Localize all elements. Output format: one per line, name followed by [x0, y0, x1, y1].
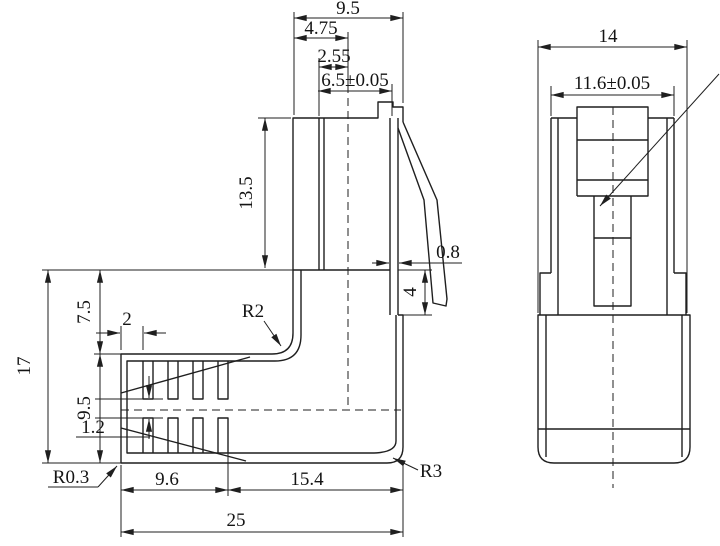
rear-dimension-lines	[537, 43, 720, 207]
dim-label-center-gap: 1.2	[81, 417, 105, 438]
dim-label-r2: R2	[242, 301, 264, 322]
dim-label-half-width: 4.75	[304, 18, 337, 39]
rear-step	[539, 272, 687, 315]
latch-blade	[397, 121, 448, 307]
boot-outer-profile	[120, 270, 404, 464]
rear-view: 14 11.6±0.05	[537, 26, 720, 488]
dim-label-r03: R0.3	[53, 467, 89, 488]
plug-outline	[292, 101, 404, 315]
leader-r3	[392, 457, 419, 471]
dim-label-lower-height: 9.5	[74, 396, 95, 420]
dim-label-contact-width: 6.5±0.05	[321, 70, 388, 91]
dim-label-rib-section: 9.6	[155, 469, 179, 490]
leader-r2	[263, 320, 282, 347]
dim-label-r3: R3	[420, 461, 442, 482]
dim-label-rear-overall-width: 14	[599, 26, 619, 47]
latch-outline	[397, 121, 448, 307]
leader-rear-latch	[599, 73, 720, 207]
boot-inner-profile	[126, 270, 397, 454]
boot-outline	[120, 270, 404, 464]
rear-body-outline	[537, 117, 691, 464]
dim-label-overall-height: 17	[14, 357, 35, 376]
plug-left-wall-top-tab	[292, 101, 404, 270]
dim-label-wall-thickness: 0.8	[436, 242, 460, 263]
dim-label-width-top: 9.5	[336, 0, 360, 19]
dimension-lines	[44, 14, 462, 536]
dim-label-upper-height: 7.5	[74, 300, 95, 324]
rear-dimension-labels: 14 11.6±0.05	[574, 26, 650, 94]
dim-label-plug-height: 13.5	[236, 176, 257, 209]
boot-taper-upper	[120, 356, 251, 394]
dim-label-rear-body-width: 11.6±0.05	[574, 73, 650, 94]
ribs-lower	[142, 417, 229, 453]
boot-taper-lower	[120, 427, 247, 462]
dim-label-rib-offset: 2	[122, 309, 132, 330]
dimension-labels: 9.5 4.75 2.55 6.5±0.05 13.5 17 7.5 9.5 4…	[14, 0, 460, 531]
centerlines	[121, 85, 401, 411]
leader-r03	[97, 465, 118, 488]
dim-label-overall-length: 25	[227, 510, 246, 531]
rear-latch-head	[576, 106, 649, 197]
dim-label-body-length: 15.4	[290, 469, 324, 490]
dim-label-slot-offset: 2.55	[317, 46, 350, 67]
rear-boot	[537, 314, 691, 464]
dim-label-latch-depth: 4	[400, 287, 421, 297]
side-view: 9.5 4.75 2.55 6.5±0.05 13.5 17 7.5 9.5 4…	[14, 0, 462, 537]
rear-extension-lines	[537, 40, 688, 313]
